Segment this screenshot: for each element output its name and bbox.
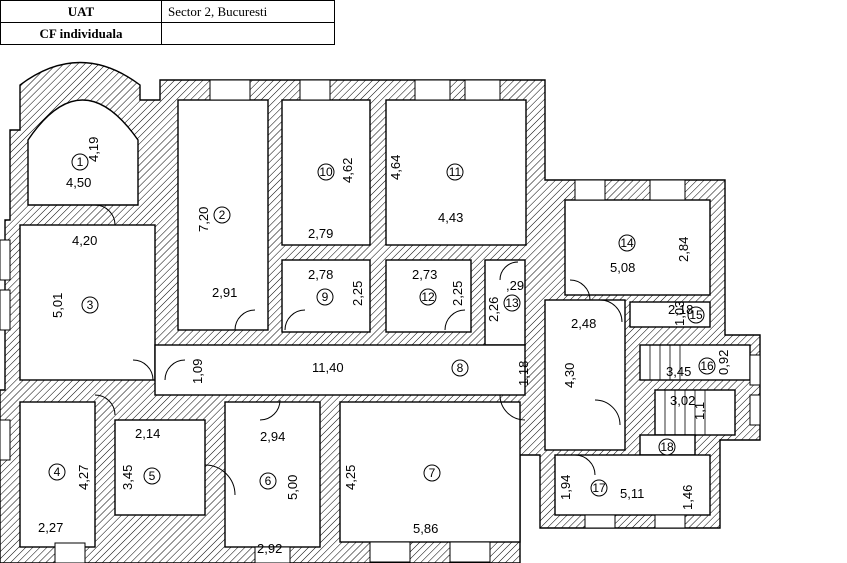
dim-room10-height: 4,62 (340, 158, 355, 183)
dim-room1-width: 4,50 (66, 175, 91, 190)
room-number-15: 15 (689, 308, 703, 322)
dim-room7-width: 5,86 (413, 521, 438, 536)
room-number-9: 9 (322, 290, 329, 304)
room-number-18: 18 (660, 440, 674, 454)
dim-hall-door: 1,09 (190, 359, 205, 384)
cf-value (161, 22, 335, 45)
dim-stairhall-width: 2,48 (571, 316, 596, 331)
title-block-table: UAT Sector 2, Bucuresti CF individuala (0, 0, 335, 45)
room-number-1: 1 (77, 155, 84, 169)
dim-room2-width: 2,91 (212, 285, 237, 300)
dim-room16-width: 3,45 (666, 364, 691, 379)
cf-label: CF individuala (0, 22, 162, 45)
room-number-6: 6 (265, 474, 272, 488)
dim-room12-width: 2,73 (412, 267, 437, 282)
dim-room13-height: 2,26 (486, 297, 501, 322)
room-number-13: 13 (505, 296, 519, 310)
dim-stairhall-height: 4,30 (562, 363, 577, 388)
room-number-7: 7 (429, 466, 436, 480)
dim-room2-height: 7,20 (196, 207, 211, 232)
dimension-labels: 4,19 4,50 7,20 2,91 4,20 5,01 4,27 2,27 … (38, 137, 731, 556)
room-14 (564, 199, 711, 296)
dim-room17-left: 1,94 (558, 475, 573, 500)
dim-room14-height: 2,84 (676, 237, 691, 262)
dim-room11-width: 4,43 (438, 210, 463, 225)
dim-room16-height: 0,92 (716, 350, 731, 375)
dim-room15-height: 1,03 (672, 301, 687, 326)
room-number-10: 10 (319, 165, 333, 179)
room-numbers: 1 2 3 4 5 6 7 8 9 10 11 12 13 14 15 16 1… (48, 153, 716, 497)
room-16-stairs (639, 344, 751, 381)
windows (0, 79, 761, 563)
room-number-3: 3 (87, 298, 94, 312)
dim-room4-width: 2,27 (38, 520, 63, 535)
room-17 (554, 454, 711, 516)
dim-room17-width: 5,11 (620, 486, 644, 501)
room-number-4: 4 (54, 465, 61, 479)
room-number-11: 11 (449, 165, 462, 179)
room-5 (114, 419, 206, 516)
dim-room17-right: 1,46 (680, 485, 695, 510)
room-number-8: 8 (457, 361, 464, 375)
door-swings (94, 204, 623, 496)
dim-hall-width: 1,18 (516, 361, 531, 386)
dim-room9-height: 2,25 (350, 281, 365, 306)
room-number-16: 16 (700, 359, 714, 373)
room-10 (281, 99, 371, 246)
room-number-2: 2 (219, 208, 226, 222)
dim-stairs-width: 3,02 (670, 393, 695, 408)
dim-room6-width: 2,94 (260, 429, 285, 444)
stair-treads (649, 345, 706, 435)
room-number-17: 17 (592, 481, 606, 495)
dim-room3-width: 4,20 (72, 233, 97, 248)
dim-room3-height: 5,01 (50, 293, 65, 318)
dim-room12-height: 2,25 (450, 281, 465, 306)
dim-room13-width: ,29 (506, 278, 524, 293)
dim-room10-width: 2,79 (308, 226, 333, 241)
dim-room9-width: 2,78 (308, 267, 333, 282)
dim-room11-height: 4,64 (388, 155, 403, 180)
dim-room5-height: 3,45 (120, 465, 135, 490)
room-1-apse (27, 99, 139, 206)
dim-stairs-height: 1,1 (692, 402, 707, 420)
room-number-12: 12 (421, 290, 435, 304)
stair-hall (544, 299, 626, 451)
dim-room6-bottom: 2,92 (257, 541, 282, 556)
dim-room1-height: 4,19 (86, 137, 101, 162)
dim-room14-width: 5,08 (610, 260, 635, 275)
dim-room4-height: 4,27 (76, 465, 91, 490)
room-number-14: 14 (620, 236, 634, 250)
dim-room5-width: 2,14 (135, 426, 160, 441)
dim-room15-width: 2,18 (668, 302, 693, 317)
dim-hall-length: 11,40 (312, 360, 344, 375)
dim-room6-height: 5,00 (285, 475, 300, 500)
dim-room7-height: 4,25 (343, 465, 358, 490)
room-number-5: 5 (149, 469, 156, 483)
